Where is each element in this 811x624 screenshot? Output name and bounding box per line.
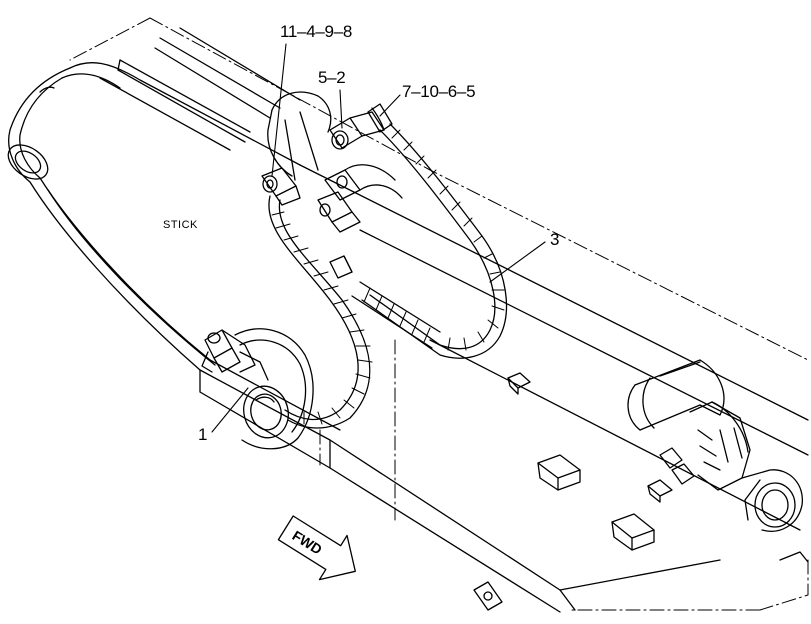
- fitting-upper-right: [367, 103, 393, 133]
- part-label-1: 1: [198, 425, 208, 444]
- stick-label: STICK: [163, 219, 198, 231]
- hydraulic-cylinder: [627, 359, 803, 532]
- hose-clamps: [317, 164, 403, 233]
- top-guard-plates: [99, 27, 301, 151]
- stick-outline-dashed: [69, 17, 809, 611]
- mounting-blocks: [473, 372, 809, 611]
- fitting-upper-middle: [329, 111, 385, 150]
- fwd-arrow-icon: FWD: [277, 515, 356, 581]
- leader-11-4-9-8: [271, 43, 287, 177]
- lower-boss: [234, 328, 314, 450]
- leader-5-2: [339, 89, 343, 129]
- part-label-5-2: 5–2: [318, 68, 346, 87]
- fitting-lower: [201, 329, 269, 381]
- part-label-11-4-9-8: 11–4–9–8: [280, 22, 352, 41]
- leader-3: [489, 241, 546, 283]
- stick-body: [7, 62, 809, 613]
- part-label-3: 3: [550, 230, 560, 249]
- hose-left: [268, 195, 373, 429]
- hose-right: [329, 123, 508, 359]
- leader-7-10-6-5: [379, 94, 401, 117]
- leader-1: [211, 387, 249, 433]
- leader-lines: [211, 43, 546, 433]
- fitting-upper-left: [261, 167, 301, 206]
- part-label-7-10-6-5: 7–10–6–5: [402, 82, 476, 101]
- upper-boss: [267, 91, 332, 181]
